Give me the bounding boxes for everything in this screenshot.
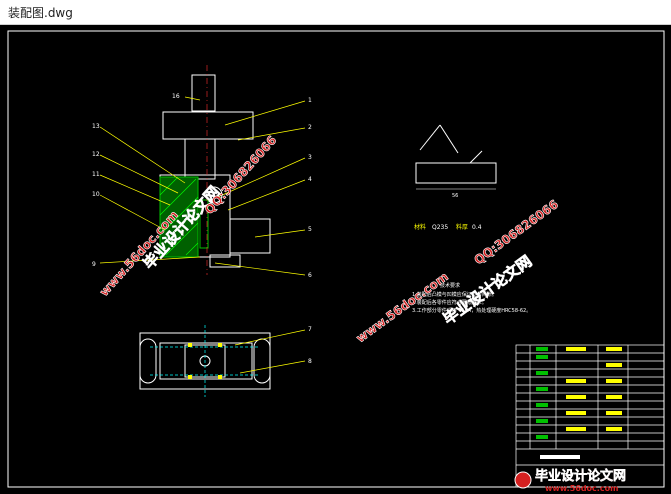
footer-logo-text: 毕业设计论文网 [535, 468, 626, 484]
part-dim-text: 56 [452, 193, 458, 199]
tech-title: 技术要求 [440, 282, 460, 289]
part-view [415, 124, 497, 184]
hatching [159, 176, 199, 256]
window-title: 装配图.dwg [8, 6, 73, 20]
callout-7: 7 [308, 326, 312, 333]
tech-line-3: 3.工作部分零件采用 T10A，热处理硬度HRC58-62。 [412, 307, 531, 314]
callout-8: 8 [308, 358, 312, 365]
callout-13: 13 [92, 123, 100, 130]
callout-2: 2 [308, 124, 312, 131]
material-label: 材料 [414, 223, 426, 231]
callout-1: 1 [308, 97, 312, 104]
callout-9: 9 [92, 261, 96, 268]
leaders-right [214, 100, 306, 276]
tech-line-1: 1.装配后凸模与凹模应保证均匀间隙。 [412, 291, 497, 298]
window-titlebar: 装配图.dwg [0, 0, 671, 25]
footer-logo-url: www.56doc.com [545, 484, 618, 493]
callout-16: 16 [172, 93, 180, 100]
callout-10: 10 [92, 191, 100, 198]
thickness-label: 料厚 [456, 223, 468, 231]
callout-4: 4 [308, 176, 312, 183]
callout-6: 6 [308, 272, 312, 279]
callout-12: 12 [92, 151, 100, 158]
bom-table [515, 344, 665, 488]
leaders-left [99, 96, 201, 264]
plan-marks [188, 343, 222, 379]
callout-11: 11 [92, 171, 100, 178]
bom-cells [536, 347, 622, 459]
callout-3: 3 [308, 154, 312, 161]
watermark-qq-2: QQ:306826066 [472, 197, 561, 267]
footer-logo: 毕业设计论文网 www.56doc.com [514, 468, 626, 493]
drawing-canvas[interactable]: 13 12 11 10 9 16 1 2 3 4 5 6 7 8 [0, 25, 671, 494]
thickness-value: 0.4 [472, 224, 482, 231]
plan-leaders [234, 329, 306, 374]
cad-drawing[interactable]: 13 12 11 10 9 16 1 2 3 4 5 6 7 8 [0, 25, 671, 494]
plan-dashes [150, 325, 260, 397]
tech-line-2: 2.装配后各零件应符合图纸要求。 [412, 299, 487, 306]
watermark-site-2: 毕业设计论文网 [440, 252, 536, 328]
logo-icon [514, 471, 532, 489]
drawing-frame [7, 30, 665, 488]
material-value: Q235 [432, 224, 448, 231]
callout-5: 5 [308, 226, 312, 233]
